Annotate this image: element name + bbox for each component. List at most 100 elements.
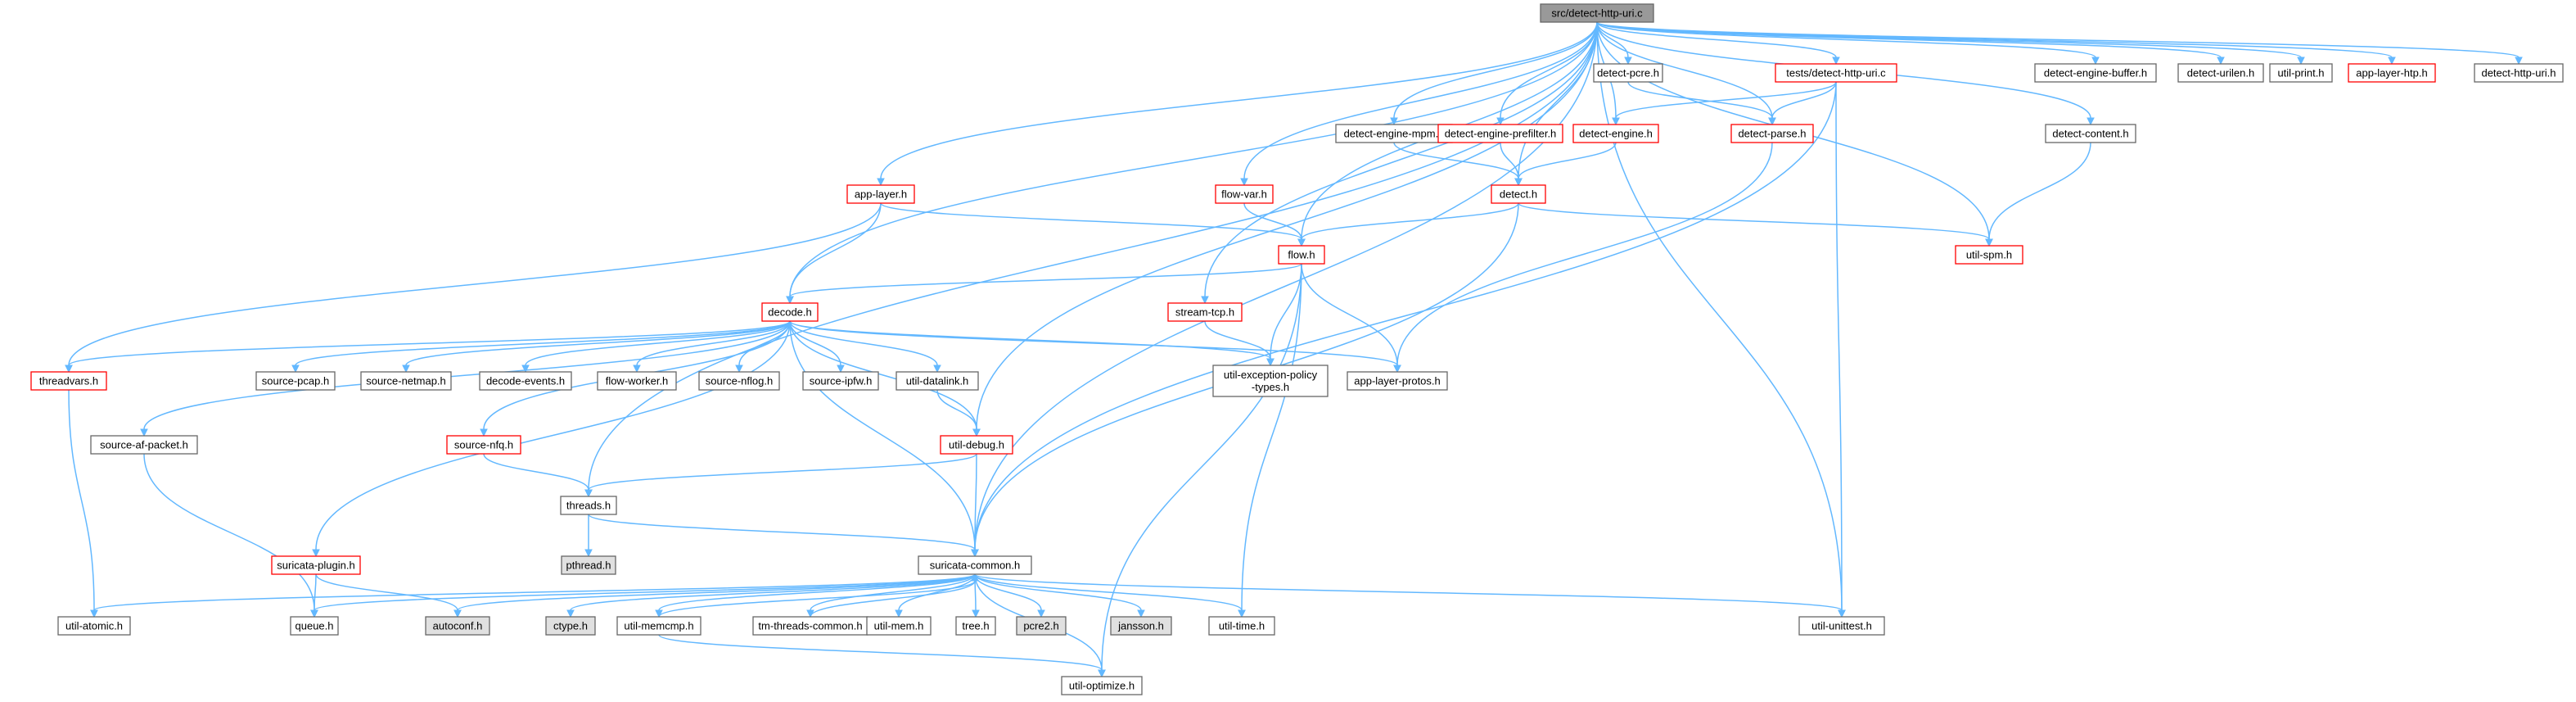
node-app_layer[interactable]: app-layer.h: [846, 184, 915, 204]
node-nfq[interactable]: source-nfq.h: [446, 435, 521, 455]
node-flow[interactable]: flow.h: [1278, 245, 1325, 265]
node-detect[interactable]: detect.h: [1491, 184, 1546, 204]
edge-root-to-stream_tcp: [1201, 21, 1598, 305]
node-label: flow.h: [1288, 249, 1315, 261]
edge-line: [658, 580, 976, 618]
node-common[interactable]: suricata-common.h: [918, 555, 1032, 575]
node-tests[interactable]: tests/detect-http-uri.c: [1775, 63, 1897, 83]
node-pcap[interactable]: source-pcap.h: [255, 371, 336, 391]
node-label: pcre2.h: [1023, 620, 1058, 632]
node-print[interactable]: util-print.h: [2269, 63, 2333, 83]
node-nflog[interactable]: source-nflog.h: [698, 371, 780, 391]
node-flow_var[interactable]: flow-var.h: [1215, 184, 1274, 204]
edge-tests-to-common: [971, 81, 1837, 558]
node-threads[interactable]: threads.h: [560, 496, 617, 515]
edge-line: [974, 573, 1142, 611]
node-box: [1167, 302, 1243, 322]
node-memcmp[interactable]: util-memcmp.h: [616, 616, 702, 636]
edge-line: [1301, 202, 1519, 240]
node-engine[interactable]: detect-engine.h: [1572, 124, 1659, 143]
node-datalink[interactable]: util-datalink.h: [896, 371, 979, 391]
node-debug[interactable]: util-debug.h: [940, 435, 1013, 455]
node-prefilter[interactable]: detect-engine-prefilter.h: [1437, 124, 1563, 143]
edge-arrowhead: [877, 178, 885, 187]
node-box: [57, 616, 131, 636]
edge-line: [1393, 21, 1598, 119]
edge-debug-to-common: [971, 453, 979, 558]
node-content[interactable]: detect-content.h: [2045, 124, 2136, 143]
node-label: flow-var.h: [1221, 188, 1267, 201]
node-box: [2348, 63, 2436, 83]
node-exc_policy[interactable]: util-exception-policy-types.h: [1212, 365, 1329, 397]
edge-af_packet-to-queue: [143, 453, 318, 618]
node-label: detect-engine.h: [1579, 128, 1653, 140]
edge-common-to-autoconf: [453, 573, 976, 618]
node-mem[interactable]: util-mem.h: [866, 616, 932, 636]
node-app_htp[interactable]: app-layer-htp.h: [2348, 63, 2436, 83]
edge-parse-to-protos: [1393, 142, 1773, 374]
node-label: detect-pcre.h: [1597, 67, 1659, 79]
node-atomic[interactable]: util-atomic.h: [57, 616, 131, 636]
node-mpm[interactable]: detect-engine-mpm.h: [1335, 124, 1453, 143]
edge-line: [1627, 81, 1773, 119]
node-optimize[interactable]: util-optimize.h: [1061, 676, 1143, 695]
node-dec_events[interactable]: decode-events.h: [479, 371, 572, 391]
node-af_packet[interactable]: source-af-packet.h: [90, 435, 198, 455]
node-spm[interactable]: util-spm.h: [1955, 245, 2023, 265]
edge-line: [1243, 202, 1302, 240]
node-root[interactable]: src/detect-http-uri.c: [1540, 3, 1654, 23]
node-tm_threads[interactable]: tm-threads-common.h: [752, 616, 868, 636]
edge-arrowhead: [1240, 178, 1248, 187]
edge-line: [143, 320, 791, 430]
edge-arrowhead: [65, 365, 73, 374]
node-queue[interactable]: queue.h: [290, 616, 339, 636]
node-urilen[interactable]: detect-urilen.h: [2177, 63, 2264, 83]
node-parse[interactable]: detect-parse.h: [1730, 124, 1814, 143]
edge-line: [974, 453, 977, 550]
node-time[interactable]: util-time.h: [1208, 616, 1275, 636]
node-detect_pcre[interactable]: detect-pcre.h: [1593, 63, 1663, 83]
node-label: detect-engine-mpm.h: [1344, 128, 1445, 140]
node-label: tests/detect-http-uri.c: [1786, 67, 1886, 79]
node-label: tm-threads-common.h: [758, 620, 862, 632]
node-box: [560, 496, 617, 515]
node-stream_tcp[interactable]: stream-tcp.h: [1167, 302, 1243, 322]
edge-tests-to-unittest: [1835, 81, 1846, 618]
edge-line: [974, 573, 1243, 611]
node-engine_buffer[interactable]: detect-engine-buffer.h: [2034, 63, 2157, 83]
edge-line: [143, 453, 315, 611]
edge-line: [314, 573, 976, 611]
edge-datalink-to-debug: [936, 389, 981, 437]
edge-root-to-http_uri_h: [1596, 21, 2523, 66]
edge-threads-to-pthread: [584, 514, 593, 558]
edge-arrowhead: [971, 573, 979, 582]
node-protos[interactable]: app-layer-protos.h: [1347, 371, 1448, 391]
node-box: [955, 616, 996, 636]
edge-arrowhead: [786, 296, 794, 305]
edge-arrowhead: [310, 609, 318, 618]
edge-decode-to-protos: [789, 320, 1401, 374]
edge-arrowhead: [1624, 57, 1632, 66]
node-label: flow-worker.h: [606, 375, 669, 387]
edge-line: [1301, 263, 1398, 366]
node-box: [545, 616, 596, 636]
edge-common-to-unittest: [974, 573, 1846, 618]
edge-line: [789, 320, 938, 366]
node-unittest[interactable]: util-unittest.h: [1798, 616, 1885, 636]
edge-line: [1518, 202, 1990, 240]
node-netmap[interactable]: source-netmap.h: [360, 371, 452, 391]
node-box: [616, 616, 702, 636]
node-flow_worker[interactable]: flow-worker.h: [597, 371, 677, 391]
edge-line: [974, 573, 1843, 611]
node-threadvars[interactable]: threadvars.h: [30, 371, 107, 391]
node-decode[interactable]: decode.h: [761, 302, 819, 322]
node-plugin[interactable]: suricata-plugin.h: [271, 555, 361, 575]
node-label: -types.h: [1252, 381, 1289, 393]
edge-decode-to-dec_events: [521, 320, 791, 374]
node-tree[interactable]: tree.h: [955, 616, 996, 636]
node-ipfw[interactable]: source-ipfw.h: [802, 371, 879, 391]
node-label: util-memcmp.h: [624, 620, 693, 632]
node-http_uri_h[interactable]: detect-http-uri.h: [2474, 63, 2564, 83]
edge-arrowhead: [312, 549, 320, 558]
node-box: [1540, 3, 1654, 23]
